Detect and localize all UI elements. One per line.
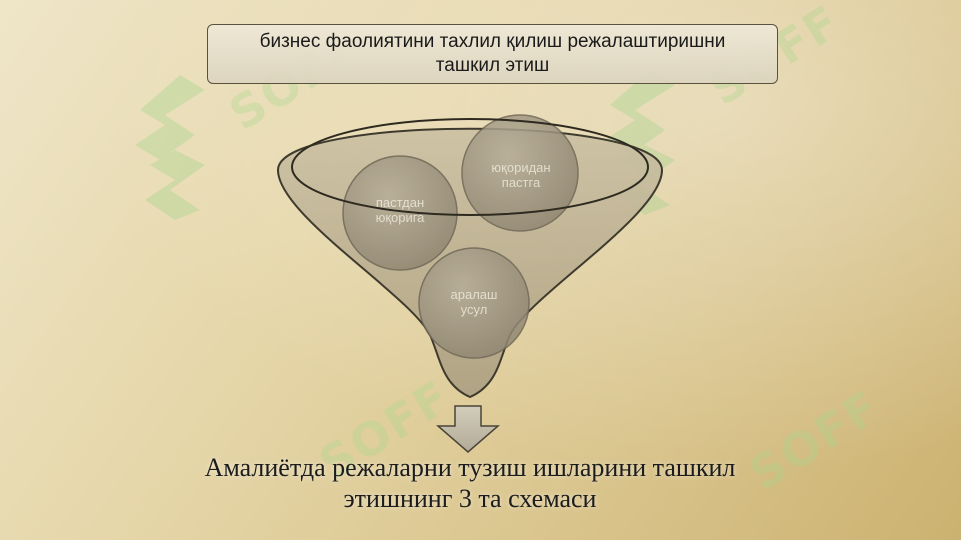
title-box: бизнес фаолиятини тахлил қилиш режалашти…	[207, 24, 778, 84]
circle-bottom-label-line2: усул	[460, 302, 488, 317]
funnel-rim	[291, 118, 649, 216]
circle-right-label: юқоридан пастга	[476, 160, 566, 190]
down-arrow-icon	[435, 404, 501, 459]
title-line-1: бизнес фаолиятини тахлил қилиш режалашти…	[259, 31, 726, 52]
title-line-2: ташкил этиш	[435, 55, 550, 76]
circle-right	[461, 114, 579, 232]
circle-left-label-line1: пастдан	[375, 195, 425, 210]
diagram-caption: Амалиётда режаларни тузиш ишларини ташки…	[150, 452, 790, 514]
funnel-diagram: пастдан юқорига юқоридан пастга аралаш у…	[270, 95, 670, 410]
caption-line-2: этишнинг 3 та схемаси	[343, 484, 597, 513]
watermark-logo-left	[120, 70, 220, 220]
circle-right-label-line1: юқоридан	[491, 160, 551, 175]
circle-left	[342, 155, 458, 271]
circle-bottom-label-line1: аралаш	[450, 287, 498, 302]
circle-right-label-line2: пастга	[501, 175, 541, 190]
circle-bottom	[418, 247, 530, 359]
title-text: бизнес фаолиятини тахлил қилиш режалашти…	[208, 30, 777, 78]
circle-left-label-line2: юқорига	[375, 210, 425, 225]
circle-bottom-label: аралаш усул	[432, 287, 516, 317]
caption-line-1: Амалиётда режаларни тузиш ишларини ташки…	[204, 453, 736, 482]
funnel-svg	[276, 114, 664, 399]
circle-left-label: пастдан юқорига	[358, 195, 442, 225]
